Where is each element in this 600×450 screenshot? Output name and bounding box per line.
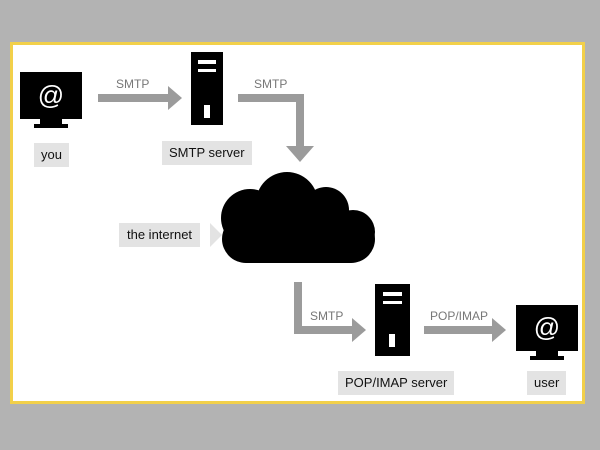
pop-imap-server-label: POP/IMAP server <box>338 371 455 395</box>
at-sign-icon: @ <box>38 80 64 110</box>
at-sign-icon: @ <box>534 312 560 342</box>
arrow-smtp-to-internet <box>238 94 314 162</box>
smtp-server-label: SMTP server <box>162 141 252 165</box>
user-monitor-icon: @ <box>516 305 578 360</box>
edge-label-pop-to-user: POP/IMAP <box>430 309 489 323</box>
you-monitor-icon: @ <box>20 72 82 128</box>
internet-label: the internet <box>119 223 201 247</box>
user-label: user <box>527 371 567 395</box>
edge-label-smtp-to-internet: SMTP <box>254 77 288 91</box>
smtp-server-icon <box>191 52 223 125</box>
you-label: you <box>34 143 69 167</box>
internet-cloud-icon <box>221 172 375 263</box>
arrow-pop-to-user <box>424 318 506 342</box>
pop-imap-server-icon <box>375 284 410 356</box>
arrow-internet-to-pop <box>294 282 366 342</box>
edge-label-you-to-smtp: SMTP <box>116 77 150 91</box>
arrow-you-to-smtp <box>98 86 182 110</box>
edge-label-internet-to-pop: SMTP <box>310 309 344 323</box>
internet-label-pointer <box>210 223 222 247</box>
